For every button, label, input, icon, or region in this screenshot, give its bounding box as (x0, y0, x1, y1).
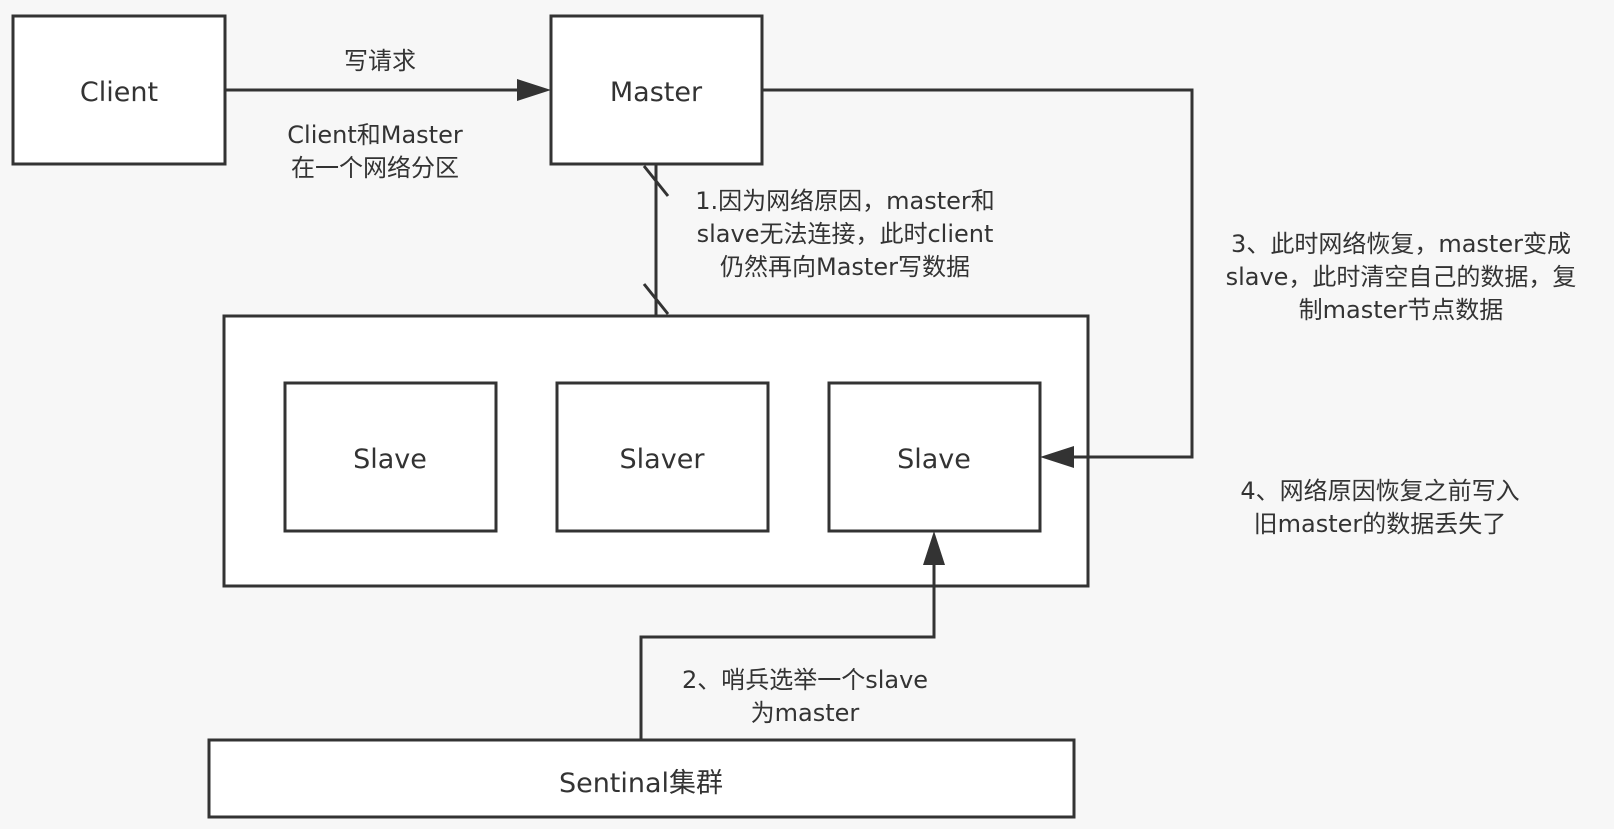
master-node: Master (549, 14, 764, 166)
note-step-1: 1.因为网络原因，master和 slave无法连接，此时client 仍然再向… (695, 187, 995, 281)
svg-text:Client: Client (80, 77, 158, 108)
note-step-2: 2、哨兵选举一个slave 为master (681, 666, 929, 727)
slave-node-1: Slave (283, 381, 498, 533)
svg-text:Sentinal集群: Sentinal集群 (559, 768, 723, 799)
svg-text:Master: Master (610, 77, 703, 108)
svg-text:Slave: Slave (897, 444, 971, 475)
svg-text:Slave: Slave (353, 444, 427, 475)
slave-node-2: Slaver (555, 381, 770, 533)
arrowhead-icon (923, 531, 945, 565)
edge-master-slave-broken (642, 164, 670, 316)
note-step-4: 4、网络原因恢复之前写入 旧master的数据丢失了 (1240, 477, 1520, 538)
edge-sentinel-to-slave3 (639, 531, 945, 740)
break-mark-bottom (642, 283, 670, 315)
arrowhead-icon (1040, 446, 1074, 468)
edge-client-to-master (225, 79, 551, 101)
note-same-partition: Client和Master 在一个网络分区 (287, 121, 463, 182)
client-node: Client (11, 14, 227, 166)
sentinel-cluster-node: Sentinal集群 (207, 738, 1076, 819)
break-mark-top (642, 165, 670, 197)
slave-node-3: Slave (827, 381, 1042, 533)
note-step-3: 3、此时网络恢复，master变成 slave，此时清空自己的数据，复 制mas… (1225, 230, 1577, 324)
edge-master-to-slave3 (762, 88, 1194, 468)
arrowhead-icon (517, 79, 551, 101)
svg-text:Slaver: Slaver (620, 444, 706, 475)
edge-label-write-request: 写请求 (344, 47, 416, 75)
